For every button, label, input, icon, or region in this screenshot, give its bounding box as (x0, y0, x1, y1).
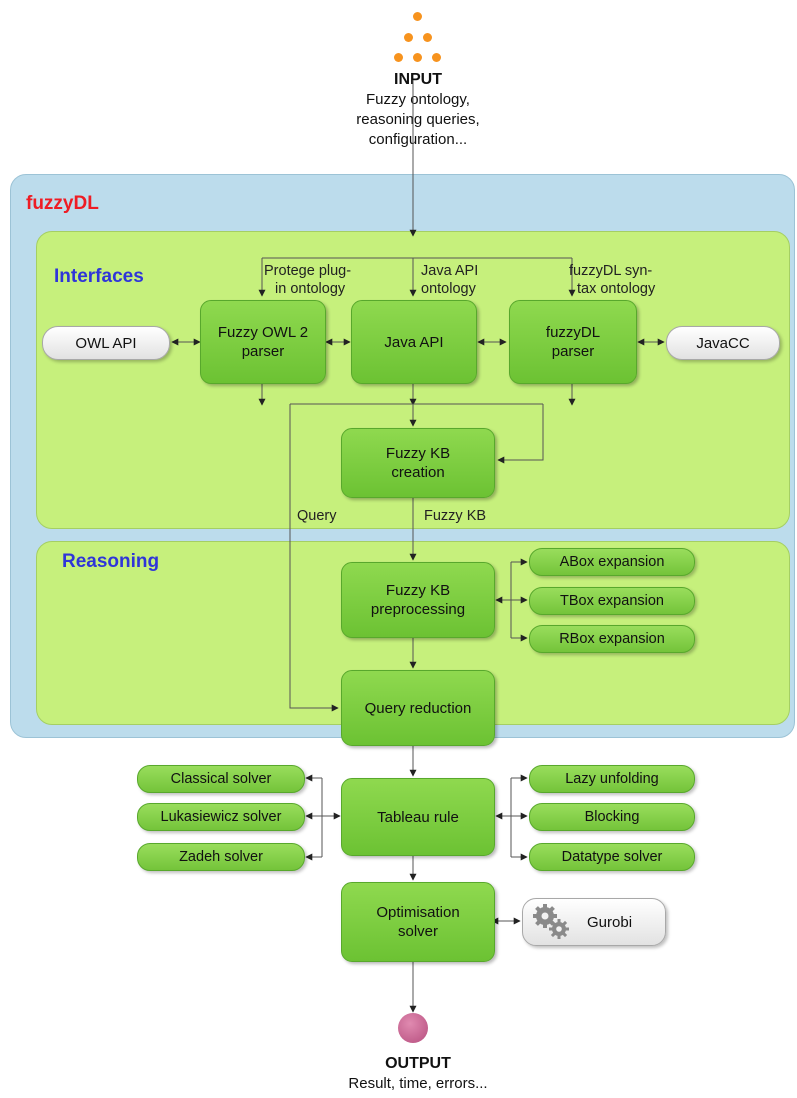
fuzzy-kb-edge-label: Fuzzy KB (424, 508, 487, 524)
input-description: Fuzzy ontology, reasoning queries, confi… (356, 91, 480, 148)
protege-label: Protege plug- in ontology (264, 263, 352, 297)
lukasiewicz-solver-node[interactable]: Lukasiewicz solver (137, 803, 305, 831)
gurobi-node[interactable]: Gurobi (522, 898, 666, 946)
fuzzydl-syntax-label: fuzzyDL syn- tax ontology (569, 263, 656, 297)
output-icon (398, 1013, 428, 1043)
query-edge-label: Query (297, 508, 337, 524)
interfaces-title: Interfaces (54, 266, 144, 287)
blocking-node[interactable]: Blocking (529, 803, 695, 831)
input-title: INPUT (394, 71, 442, 88)
java-api-node[interactable]: Java API (351, 300, 477, 384)
query-reduction-node[interactable]: Query reduction (341, 670, 495, 746)
owl-api-node[interactable]: OWL API (42, 326, 170, 360)
gurobi-label: Gurobi (587, 913, 633, 931)
reasoning-title: Reasoning (62, 551, 160, 572)
gears-icon (533, 904, 569, 939)
lazy-unfolding-node[interactable]: Lazy unfolding (529, 765, 695, 793)
output-description: Result, time, errors... (348, 1075, 488, 1092)
classical-solver-node[interactable]: Classical solver (137, 765, 305, 793)
query-path (289, 404, 339, 712)
datatype-solver-node[interactable]: Datatype solver (529, 843, 695, 871)
tbox-expansion-node[interactable]: TBox expansion (529, 587, 695, 615)
system-title: fuzzyDL (26, 193, 99, 214)
zadeh-solver-node[interactable]: Zadeh solver (137, 843, 305, 871)
abox-expansion-node[interactable]: ABox expansion (529, 548, 695, 576)
bus-right-branch (497, 404, 544, 464)
java-api-ontology-label: Java API ontology (421, 263, 479, 297)
javacc-node[interactable]: JavaCC (666, 326, 780, 360)
tableau-rule-node[interactable]: Tableau rule (341, 778, 495, 856)
output-title: OUTPUT (385, 1055, 451, 1072)
rbox-expansion-node[interactable]: RBox expansion (529, 625, 695, 653)
